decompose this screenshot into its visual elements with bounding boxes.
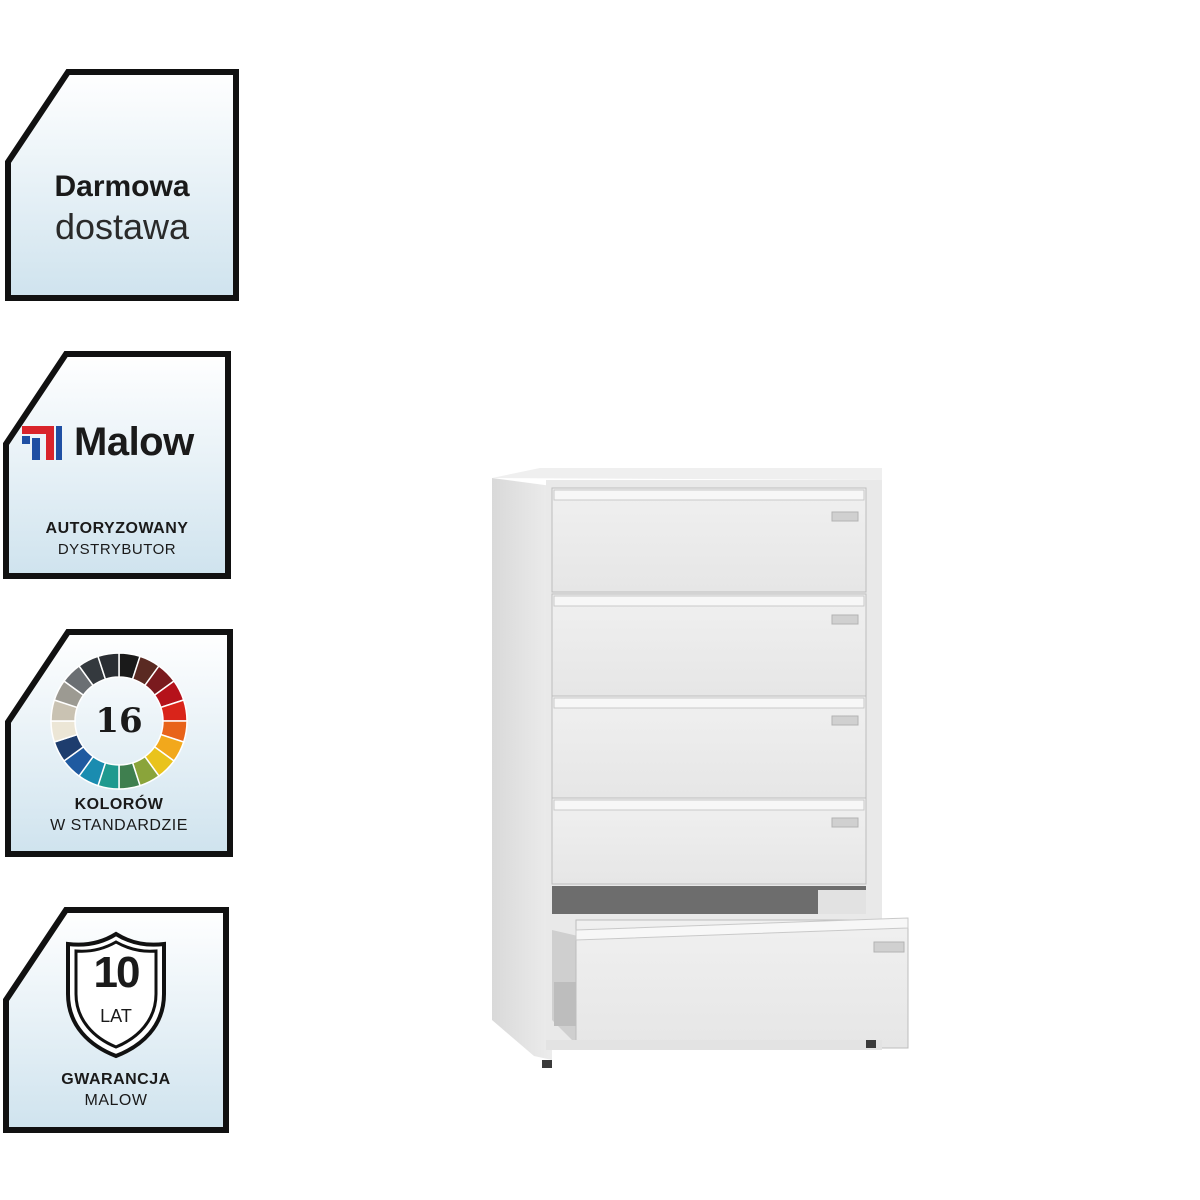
authorized-distributor-badge: Malow AUTORYZOWANY DYSTRYBUTOR [2, 350, 232, 580]
color-wheel-icon [50, 652, 188, 790]
colors-count: 16 [95, 701, 143, 741]
delivery-line2: dostawa [54, 206, 190, 247]
malow-logo-icon [22, 426, 62, 460]
badge-frame [5, 69, 239, 301]
drawer[interactable] [551, 487, 867, 593]
drawer-cavity [552, 886, 866, 914]
warranty-unit: LAT [100, 1006, 132, 1026]
filing-cabinet-image [492, 468, 909, 1068]
cabinet-side [492, 478, 552, 1060]
warranty-number: 10 [93, 948, 141, 997]
colors-line2: W STANDARDZIE [50, 817, 188, 834]
distributor-line1: AUTORYZOWANY [45, 520, 189, 537]
cabinet-top [492, 468, 882, 480]
warranty-badge: 10 LAT GWARANCJA MALOW [2, 906, 230, 1134]
label-holder-icon [831, 614, 859, 625]
brand-name: Malow [74, 420, 194, 464]
drawer[interactable] [551, 695, 867, 799]
drawer[interactable] [551, 593, 867, 697]
label-holder-icon [831, 715, 859, 726]
label-holder-icon [831, 511, 859, 522]
label-holder-icon [831, 817, 859, 828]
colors-line1: KOLORÓW [74, 796, 164, 813]
delivery-line1: Darmowa [54, 170, 190, 203]
color-swatch [97, 652, 120, 681]
drawer[interactable] [551, 797, 867, 885]
drawer-open[interactable] [552, 917, 909, 1049]
distributor-line2: DYSTRYBUTOR [57, 541, 177, 558]
badge-frame [3, 351, 231, 579]
foot [866, 1040, 876, 1048]
label-holder-icon [873, 941, 905, 953]
warranty-line1: GWARANCJA [61, 1071, 171, 1088]
free-delivery-badge: Darmowa dostawa [4, 68, 240, 302]
foot [542, 1060, 552, 1068]
shield-icon [66, 931, 166, 1059]
colors-badge: 16 KOLORÓW W STANDARDZIE [4, 628, 234, 858]
warranty-line2: MALOW [84, 1092, 148, 1109]
